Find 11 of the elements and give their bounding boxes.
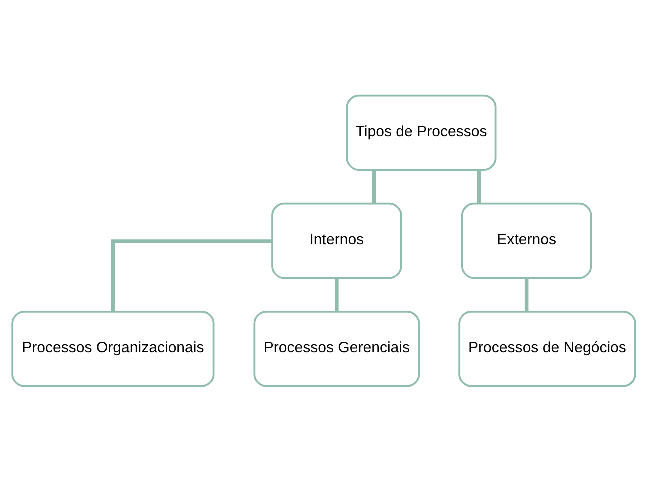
node-box: Processos de Negócios bbox=[458, 310, 636, 387]
connector bbox=[111, 239, 273, 312]
connector bbox=[524, 278, 529, 312]
connector bbox=[372, 170, 376, 204]
connector bbox=[335, 278, 339, 312]
node-box: Processos Organizacionais bbox=[12, 310, 215, 387]
node-box: Tipos de Processos bbox=[346, 94, 497, 170]
connector bbox=[477, 170, 481, 204]
node-box: Externos bbox=[461, 202, 592, 279]
node-box: Processos Gerenciais bbox=[254, 310, 420, 387]
node-box: Internos bbox=[272, 202, 402, 279]
